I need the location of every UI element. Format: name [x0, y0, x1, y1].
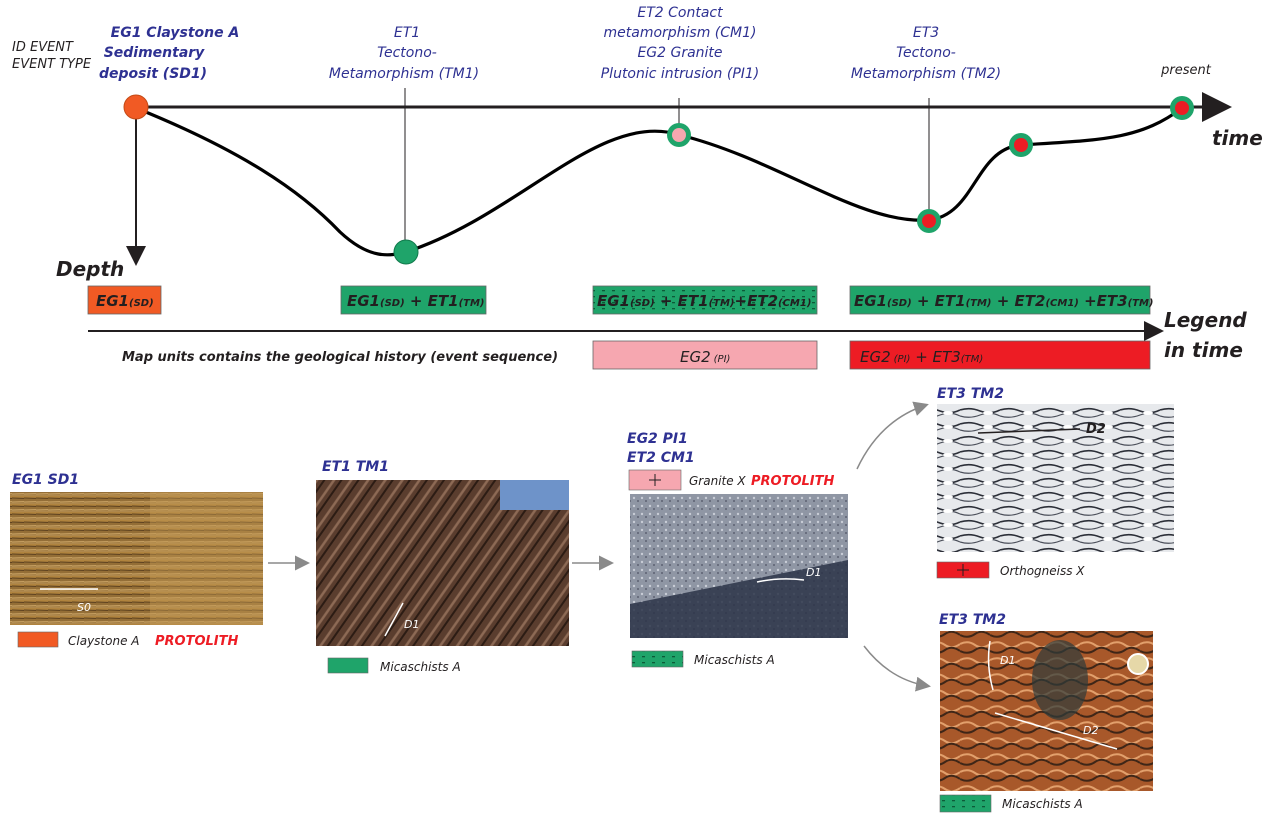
- legend-micaschist-p2: Micaschists A: [380, 660, 461, 674]
- depth-axis-label: Depth: [56, 257, 124, 281]
- legend-granite: Granite X: [689, 474, 746, 488]
- svg-text:ET2 Contact: ET2 Contact: [637, 5, 723, 21]
- photo-orthogneiss: [937, 404, 1174, 552]
- d1-marker-p5: [987, 640, 994, 691]
- event-label-et2-eg2: ET2 Contact metamorphism (CM1) EG2 Grani…: [601, 5, 760, 82]
- granite-cross-symbol: [649, 474, 661, 486]
- svg-text:EG2(PI): EG2(PI): [680, 348, 730, 366]
- protolith-tag-2: PROTOLITH: [751, 474, 834, 489]
- photo-scale-coin: [1127, 653, 1149, 675]
- legend-time-label-1: Legend: [1164, 308, 1247, 332]
- legend-time-label-2: in time: [1164, 338, 1243, 362]
- d1-marker-p2: [384, 602, 404, 637]
- svg-text:ET1: ET1: [394, 25, 420, 41]
- node-eg1: [123, 94, 149, 120]
- s0-annotation: S0: [77, 601, 91, 614]
- orthogneiss-cross-symbol: [957, 564, 969, 576]
- d1-marker-p3: [756, 578, 805, 583]
- swatch-claystone: [17, 631, 59, 648]
- event-label-et3: ET3 Tectono- Metamorphism (TM2): [851, 25, 1001, 82]
- node-et3-inner: [922, 214, 936, 228]
- legend-box-eg1-et1: EG1(SD) + ET1(TM): [340, 285, 487, 315]
- svg-text:EG1(SD): EG1(SD): [96, 292, 154, 310]
- svg-text:metamorphism (CM1): metamorphism (CM1): [604, 25, 757, 41]
- event-label-present: present: [1160, 63, 1212, 78]
- photo3-title-1: EG2 PI1: [627, 431, 688, 447]
- node-post-et3-inner: [1014, 138, 1028, 152]
- photo3-title-2: ET2 CM1: [627, 450, 695, 466]
- d1-annotation-p2: D1: [404, 618, 419, 631]
- svg-text:Plutonic intrusion (PI1): Plutonic intrusion (PI1): [601, 66, 760, 82]
- svg-text:Tectono-: Tectono-: [896, 45, 956, 61]
- svg-text:EG1(SD) + ET1(TM): EG1(SD) + ET1(TM): [347, 292, 485, 310]
- photo1-title: EG1 SD1: [12, 472, 79, 488]
- legend-micaschist-p5: Micaschists A: [1002, 797, 1083, 811]
- d2-annotation-p5: D2: [1083, 724, 1098, 737]
- svg-text:EG2 Granite: EG2 Granite: [637, 45, 722, 61]
- legend-micaschist-p3: Micaschists A: [694, 653, 775, 667]
- node-et1: [393, 239, 419, 265]
- photo-claystone-shade: [150, 492, 263, 625]
- legend-orthogneiss: Orthogneiss X: [1000, 564, 1085, 578]
- svg-text:EG2(PI) + ET3(TM): EG2(PI) + ET3(TM): [860, 348, 983, 366]
- photo5-title: ET3 TM2: [939, 612, 1006, 628]
- id-event-label: ID EVENT: [12, 40, 74, 55]
- flow-arrow-4: [863, 645, 931, 692]
- legend-box-eg1: EG1(SD): [87, 285, 162, 315]
- photo4-title: ET3 TM2: [937, 386, 1004, 402]
- d1-annotation-p3: D1: [806, 566, 821, 579]
- swatch-micaschist-p3: [631, 650, 684, 668]
- photo-claystone: [10, 492, 263, 625]
- time-axis-label: time: [1212, 126, 1263, 150]
- swatch-micaschist-p2: [327, 657, 369, 674]
- legend-box-eg2-et3: EG2(PI) + ET3(TM): [849, 340, 1151, 370]
- legend-claystone: Claystone A: [68, 634, 139, 648]
- flow-arrow-3: [856, 401, 929, 470]
- legend-box-eg2: EG2(PI): [592, 340, 818, 370]
- swatch-micaschist-p5: [939, 794, 992, 813]
- d1-annotation-p5: D1: [1000, 654, 1015, 667]
- legend-box-eg1-et1-et2: EG1(SD) + ET1(TM)+ET2(CM1): [592, 285, 818, 315]
- caption: Map units contains the geological histor…: [122, 350, 558, 365]
- svg-text:EG1 Claystone A: EG1 Claystone A: [111, 25, 240, 41]
- photo-folded-dark-core: [1032, 640, 1088, 720]
- d2-marker-p5: [994, 712, 1118, 750]
- svg-text:EG1(SD) + ET1(TM)+ET2(CM1): EG1(SD) + ET1(TM)+ET2(CM1): [597, 292, 811, 310]
- svg-text:deposit (SD1): deposit (SD1): [99, 66, 207, 82]
- svg-text:EG1(SD) + ET1(TM) + ET2(CM1) +: EG1(SD) + ET1(TM) + ET2(CM1) +ET3(TM): [854, 292, 1153, 310]
- svg-text:Metamorphism (TM1): Metamorphism (TM1): [329, 66, 479, 82]
- svg-text:Sedimentary: Sedimentary: [104, 45, 205, 61]
- svg-text:Metamorphism (TM2): Metamorphism (TM2): [851, 66, 1001, 82]
- depth-time-path: [135, 106, 1183, 257]
- photo2-title: ET1 TM1: [322, 459, 389, 475]
- svg-text:Tectono-: Tectono-: [377, 45, 437, 61]
- svg-text:ET3: ET3: [913, 25, 939, 41]
- photo-micaschist-sky: [500, 480, 569, 510]
- event-label-eg1: EG1 Claystone A Sedimentary deposit (SD1…: [99, 25, 239, 82]
- legend-box-eg1-et1-et2-et3: EG1(SD) + ET1(TM) + ET2(CM1) +ET3(TM): [849, 285, 1153, 315]
- node-et2-inner: [672, 128, 686, 142]
- d2-marker-p4: [977, 428, 1081, 434]
- d2-annotation-p4: D2: [1086, 422, 1106, 437]
- protolith-tag-1: PROTOLITH: [155, 634, 238, 649]
- event-type-label: EVENT TYPE: [12, 57, 92, 72]
- node-present-inner: [1175, 101, 1189, 115]
- event-label-et1: ET1 Tectono- Metamorphism (TM1): [329, 25, 479, 82]
